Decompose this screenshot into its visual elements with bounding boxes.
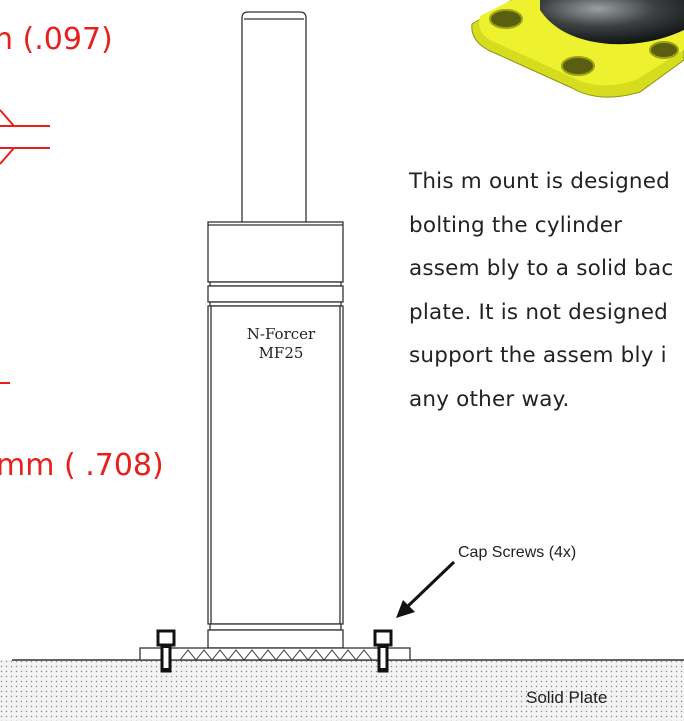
mount-note-line: any other way. xyxy=(409,386,570,412)
cylinder-body xyxy=(207,305,344,625)
mount-note-line: plate. It is not designed xyxy=(409,299,668,325)
dimension-label-top: n (.097) xyxy=(0,22,113,57)
mount-note: This m ount is designed bolting the cyli… xyxy=(409,160,684,421)
dimension-marks xyxy=(0,109,50,384)
callout-arrow xyxy=(396,560,456,618)
cap-screw-right xyxy=(373,629,393,673)
mount-note-line: support the assem bly i xyxy=(409,343,667,368)
solid-plate-label: Solid Plate xyxy=(526,688,608,707)
cap-screw-left xyxy=(156,629,176,673)
mount-note-line: This m ount is designed xyxy=(409,169,671,194)
cylinder-brand-label: N-Forcer xyxy=(246,325,316,343)
piston-rod xyxy=(241,11,307,222)
mount-note-line: bolting the cylinder xyxy=(409,212,623,238)
cylinder-head xyxy=(207,221,344,283)
dimension-label-bottom: mm ( .708) xyxy=(0,448,164,483)
flange-mount-render xyxy=(471,0,684,98)
flange-section xyxy=(139,647,411,661)
cylinder-assembly xyxy=(207,11,344,649)
cylinder-model-label: MF25 xyxy=(258,344,304,362)
mount-note-line: assem bly to a solid bac xyxy=(409,256,674,281)
solid-plate xyxy=(0,659,684,721)
cap-screws-label: Cap Screws (4x) xyxy=(458,544,577,561)
